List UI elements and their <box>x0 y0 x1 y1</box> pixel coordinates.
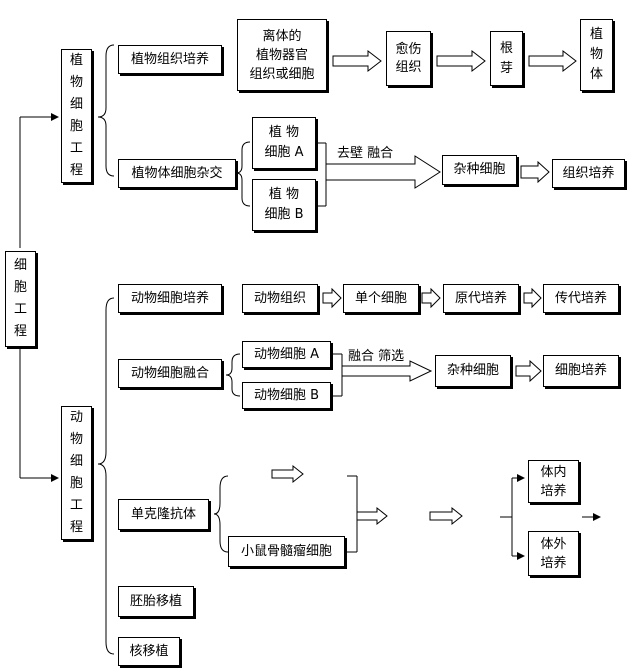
plantlet-box: 植 物 体 <box>580 19 613 91</box>
plant-hybrid-cell-box: 杂种细胞 <box>442 155 517 185</box>
embryo-transfer-box: 胚胎移植 <box>118 586 194 617</box>
animal-cell-a-box: 动物细胞 A <box>242 341 331 368</box>
nuclear-transfer-box: 核移植 <box>118 637 180 666</box>
animal-cells-brace <box>225 353 241 397</box>
myeloma-cell-box: 小鼠骨髓瘤细胞 <box>228 536 345 567</box>
animal-cell-engineering-box: 动 物 细 胞 工 程 <box>61 406 92 540</box>
block-arrow-explant-callus <box>332 49 382 73</box>
plant-cell-a-box: 植 物 细胞 A <box>252 117 316 169</box>
block-arrow-callus-root <box>436 49 486 73</box>
plant-tissue-culture-box: 植物组织培养 <box>118 45 222 74</box>
block-arrow-monoclonal-next <box>429 506 463 526</box>
block-arrow-primary-sub <box>523 287 542 309</box>
animal-tissue-box: 动物组织 <box>242 284 318 313</box>
plant-tissue-culture-end-box: 组织培养 <box>552 159 625 188</box>
single-cell-box: 单个细胞 <box>343 284 419 313</box>
block-arrow-tissue-single <box>322 287 342 309</box>
block-arrow-plant-fusion <box>325 155 441 189</box>
primary-culture-box: 原代培养 <box>443 284 519 313</box>
animal-fusion-bracket <box>331 353 343 397</box>
animal-cell-culture-end-box: 细胞培养 <box>543 355 619 387</box>
monoclonal-brace <box>213 475 229 553</box>
subculture-box: 传代培养 <box>543 284 619 313</box>
block-arrow-monoclonal-merge <box>356 506 388 526</box>
plant-cell-engineering-box: 植 物 细 胞 工 程 <box>61 49 92 183</box>
animal-step-label: 融合 筛选 <box>348 349 405 364</box>
plant-cell-b-box: 植 物 细胞 B <box>252 179 316 231</box>
plant-somatic-hybrid-box: 植物体细胞杂交 <box>118 159 236 188</box>
root-shoot-box: 根 芽 <box>490 31 523 86</box>
plant-fusion-bracket <box>317 142 327 207</box>
monoclonal-antibody-box: 单克隆抗体 <box>118 499 209 530</box>
block-arrow-root-plantlet <box>528 49 577 73</box>
root-connector <box>19 113 59 482</box>
animal-hybrid-cell-box: 杂种细胞 <box>435 355 511 387</box>
root-box: 细 胞 工 程 <box>5 251 36 347</box>
explant-box: 离体的 植物器官 组织或细胞 <box>237 19 327 91</box>
block-arrow-monoclonal-top <box>271 464 304 484</box>
animal-brace <box>97 297 115 655</box>
callus-box: 愈伤 组织 <box>386 31 431 86</box>
culture-split <box>500 474 601 560</box>
plant-step-label: 去壁 融合 <box>337 146 394 161</box>
block-arrow-plant-hybrid-culture <box>520 160 550 184</box>
block-arrow-animal-fusion <box>341 360 433 382</box>
animal-cell-fusion-box: 动物细胞融合 <box>118 359 222 388</box>
plant-brace <box>97 44 115 177</box>
block-arrow-animal-hybrid-culture <box>515 359 542 383</box>
animal-cell-culture-box: 动物细胞培养 <box>118 284 222 313</box>
in-vitro-culture-box: 体外 培养 <box>528 531 579 576</box>
plant-cells-brace <box>235 141 251 207</box>
in-vivo-culture-box: 体内 培养 <box>528 460 579 503</box>
block-arrow-single-primary <box>421 287 441 309</box>
monoclonal-bracket <box>347 475 358 553</box>
animal-cell-b-box: 动物细胞 B <box>242 382 331 409</box>
